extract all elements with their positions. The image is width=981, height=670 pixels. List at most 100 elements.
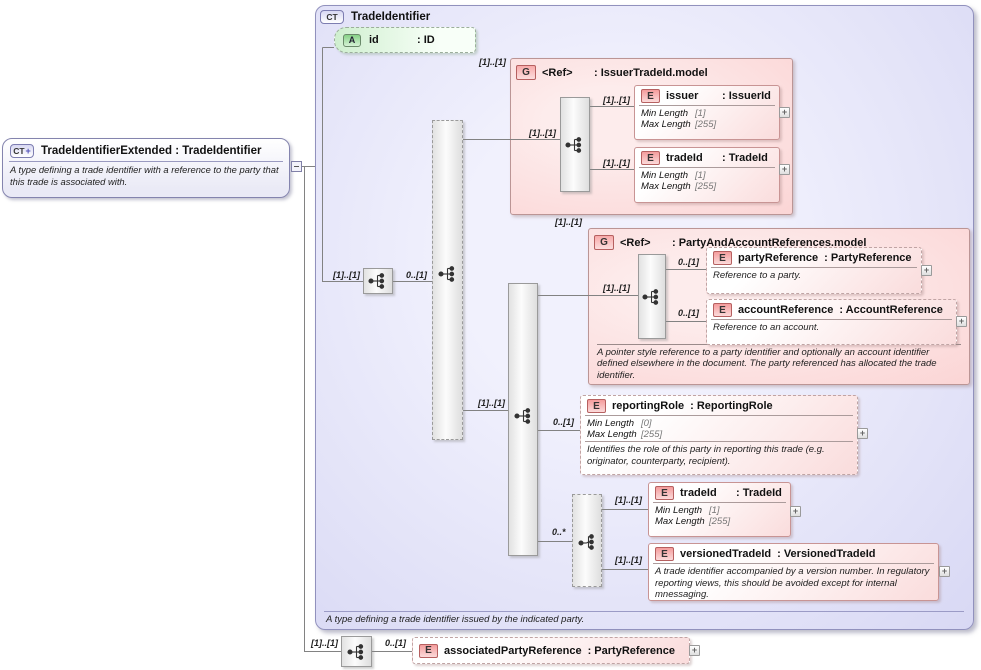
element-associatedpartyreference-box[interactable]: E associatedPartyReference : PartyRefere… (412, 637, 690, 664)
element-issuer-box[interactable]: E issuer : IssuerId Min Length[1] Max Le… (634, 85, 780, 140)
cardinality-label: [1]..[1] (529, 128, 556, 138)
expand-button-issuer[interactable]: + (779, 107, 790, 118)
element-type: : VersionedTradeId (777, 548, 876, 560)
cardinality-label: [1]..[1] (311, 638, 338, 648)
expand-button-partyreference[interactable]: + (921, 265, 932, 276)
element-name: tradeId (666, 152, 703, 164)
cardinality-label: 0..[1] (678, 257, 700, 267)
facets: Min Length[1] Max Length[255] (641, 170, 717, 192)
element-name: issuer (666, 90, 699, 102)
element-accountreference-box[interactable]: E accountReference : AccountReference Re… (706, 299, 957, 345)
expand-button-accountreference[interactable]: + (956, 316, 967, 327)
divider (639, 167, 775, 168)
cardinality-label: 0..* (552, 527, 566, 537)
complextype-icon: CT (320, 10, 344, 24)
connector-line (510, 139, 560, 140)
group-footer-annotation: A pointer style reference to a party ide… (597, 343, 961, 382)
element-name: associatedPartyReference (444, 644, 582, 657)
sequence-icon (642, 288, 659, 305)
element-icon: E (587, 399, 606, 413)
party-group-sequence-compositor[interactable] (638, 254, 666, 339)
element-name: tradeId (680, 487, 717, 499)
issuer-group-sequence-compositor[interactable] (560, 97, 590, 192)
cardinality-label: [1]..[1] (615, 555, 642, 565)
expand-button-tradeid-choice[interactable]: + (790, 506, 801, 517)
extended-type-annotation: A type defining a trade identifier with … (10, 164, 279, 187)
element-type: : PartyReference (824, 252, 912, 264)
facets: Min Length[0] Max Length[255] (587, 418, 663, 440)
divider (585, 441, 853, 442)
divider (653, 563, 934, 564)
element-icon: E (641, 89, 660, 103)
element-type: : TradeId (722, 152, 768, 164)
attribute-name: id (369, 34, 379, 46)
cardinality-label: [1]..[1] (333, 270, 360, 280)
element-icon: E (655, 547, 674, 561)
element-icon: E (641, 151, 660, 165)
group-header: G <Ref> : IssuerTradeId.model (511, 59, 792, 82)
element-name: reportingRole (612, 400, 685, 412)
sequence-icon (346, 643, 363, 660)
element-partyreference-box[interactable]: E partyReference : PartyReference Refere… (706, 247, 922, 294)
complextype-tradeidentifierextended-box[interactable]: CT+ TradeIdentifierExtended : TradeIdent… (2, 138, 290, 198)
group-name: <Ref> (620, 236, 651, 249)
element-type: : AccountReference (839, 304, 943, 316)
expand-button-versionedtradeid[interactable]: + (939, 566, 950, 577)
bottom-sequence-compositor[interactable] (341, 636, 372, 667)
cardinality-label: 0..[1] (678, 308, 700, 318)
element-reportingrole-box[interactable]: E reportingRole : ReportingRole Min Leng… (580, 395, 858, 475)
divider (653, 502, 786, 503)
sequence-icon (514, 408, 531, 424)
complextype-header: CT TradeIdentifier (316, 6, 973, 26)
connector-line (588, 295, 638, 296)
cardinality-label: 0..[1] (553, 417, 575, 427)
divider (711, 319, 952, 320)
element-icon: E (655, 486, 674, 500)
attribute-icon: A (343, 33, 361, 47)
cardinality-label: 0..[1] (406, 270, 428, 280)
element-name: accountReference (738, 304, 834, 316)
complextype-derived-icon: CT+ (10, 144, 34, 158)
element-icon: E (713, 251, 732, 265)
extended-type-header: CT+ TradeIdentifierExtended : TradeIdent… (3, 139, 289, 161)
connector-line (590, 169, 634, 170)
collapse-handle[interactable] (291, 161, 302, 172)
element-type: : IssuerId (722, 90, 771, 102)
extended-type-title: TradeIdentifierExtended : TradeIdentifie… (41, 145, 262, 157)
choice-compositor[interactable] (572, 494, 602, 587)
connector-line (666, 321, 706, 322)
divider (585, 415, 853, 416)
element-tradeid-choice-box[interactable]: E tradeId : TradeId Min Length[1] Max Le… (648, 482, 791, 537)
attribute-type: : ID (417, 34, 435, 46)
sequence-compositor-lower[interactable] (508, 283, 538, 556)
element-annotation: Reference to a party. (713, 270, 802, 281)
group-name: <Ref> (542, 66, 573, 79)
divider (9, 161, 283, 162)
connector-line (590, 106, 634, 107)
element-annotation: A trade identifier accompanied by a vers… (655, 566, 930, 600)
cardinality-label: [1]..[1] (603, 283, 630, 293)
expand-button-tradeid-inner[interactable]: + (779, 164, 790, 175)
element-name: versionedTradeId (680, 548, 772, 560)
element-versionedtradeid-box[interactable]: E versionedTradeId : VersionedTradeId A … (648, 543, 939, 601)
facets: Min Length[1] Max Length[255] (641, 108, 717, 130)
sequence-icon (565, 136, 582, 153)
expand-button-associatedpartyreference[interactable]: + (689, 645, 700, 656)
facets: Min Length[1] Max Length[255] (655, 505, 731, 527)
optional-sequence-compositor[interactable] (432, 120, 463, 440)
cardinality-label: [1]..[1] (615, 495, 642, 505)
derived-plus-icon: + (25, 145, 31, 156)
sequence-icon (368, 273, 385, 289)
expand-button-reportingrole[interactable]: + (857, 428, 868, 439)
divider (639, 105, 775, 106)
element-tradeid-inner-box[interactable]: E tradeId : TradeId Min Length[1] Max Le… (634, 147, 780, 203)
group-icon: G (594, 235, 614, 250)
divider (711, 267, 917, 268)
element-type: : PartyReference (587, 644, 676, 657)
minus-icon (294, 166, 299, 167)
attribute-id-box[interactable]: A id : ID (334, 27, 476, 53)
cardinality-label: [1]..[1] (603, 95, 630, 105)
sequence-compositor[interactable] (363, 268, 393, 294)
cardinality-label: [1]..[1] (555, 217, 582, 227)
